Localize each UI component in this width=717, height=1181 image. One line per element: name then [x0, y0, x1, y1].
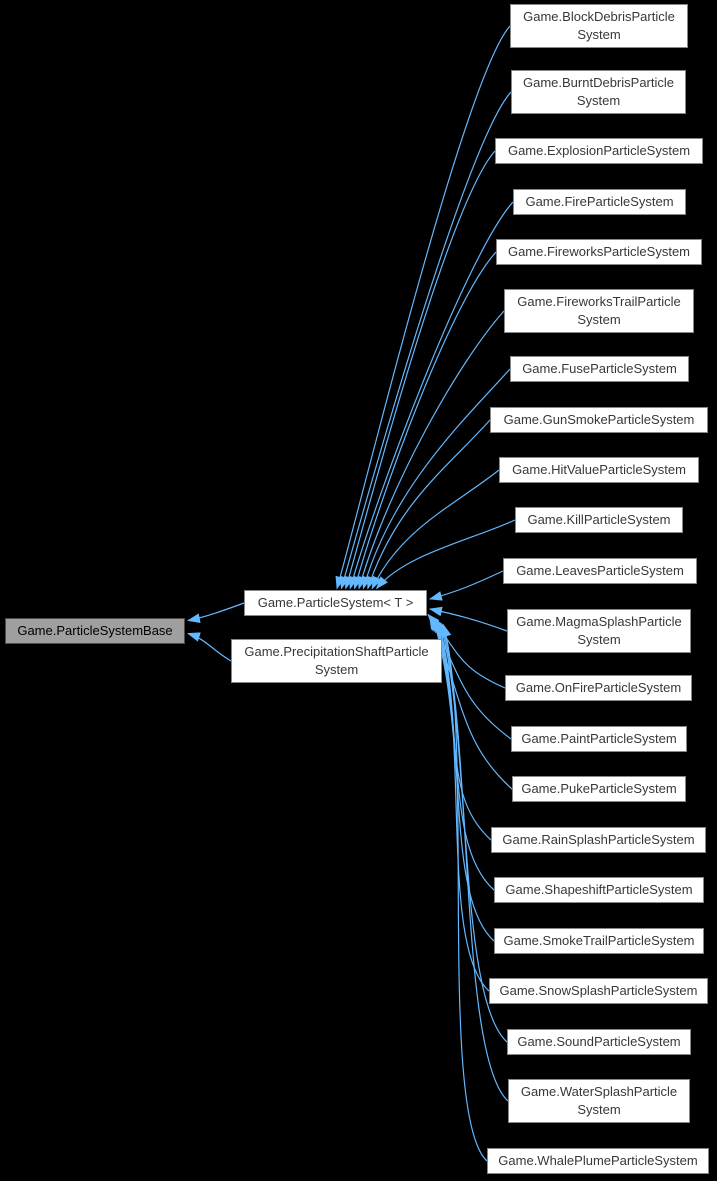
- class-node-burnt[interactable]: Game.BurntDebrisParticle System: [511, 70, 686, 114]
- class-node-explosion[interactable]: Game.ExplosionParticleSystem: [495, 138, 703, 164]
- class-node-rainsplash[interactable]: Game.RainSplashParticleSystem: [491, 827, 706, 853]
- inheritance-edge-fireworkstrail-to-pst: [357, 310, 505, 590]
- class-node-watersplash[interactable]: Game.WaterSplashParticle System: [508, 1079, 690, 1123]
- class-node-fireworks[interactable]: Game.FireworksParticleSystem: [496, 239, 702, 265]
- inheritance-edge-fireworks-to-pst: [353, 251, 497, 590]
- class-node-gunsmoke[interactable]: Game.GunSmokeParticleSystem: [490, 407, 708, 433]
- class-node-kill[interactable]: Game.KillParticleSystem: [515, 507, 683, 533]
- class-node-leaves[interactable]: Game.LeavesParticleSystem: [503, 558, 697, 584]
- class-node-fuse[interactable]: Game.FuseParticleSystem: [510, 356, 689, 382]
- class-node-fire[interactable]: Game.FireParticleSystem: [513, 189, 686, 215]
- class-node-shapeshift[interactable]: Game.ShapeshiftParticleSystem: [494, 877, 704, 903]
- class-node-base: Game.ParticleSystemBase: [5, 618, 185, 644]
- inheritance-edge-pst-to-base: [186, 602, 245, 624]
- inheritance-edge-block-to-pst: [335, 25, 511, 590]
- inheritance-edge-kill-to-pst: [375, 519, 516, 590]
- class-node-hitvalue[interactable]: Game.HitValueParticleSystem: [499, 457, 699, 483]
- inheritance-edge-hitvalue-to-pst: [371, 469, 500, 590]
- class-node-fireworkstrail[interactable]: Game.FireworksTrailParticle System: [504, 289, 694, 333]
- class-node-pst[interactable]: Game.ParticleSystem< T >: [244, 590, 427, 616]
- class-node-sound[interactable]: Game.SoundParticleSystem: [507, 1029, 691, 1055]
- class-node-snowsplash[interactable]: Game.SnowSplashParticleSystem: [489, 978, 708, 1004]
- inheritance-edge-snowsplash-to-pst: [436, 620, 490, 992]
- class-node-magma[interactable]: Game.MagmaSplashParticle System: [507, 609, 691, 653]
- class-node-whaleplume[interactable]: Game.WhalePlumeParticleSystem: [487, 1148, 709, 1174]
- class-node-block[interactable]: Game.BlockDebrisParticle System: [510, 4, 688, 48]
- inheritance-edge-leaves-to-pst: [428, 570, 504, 601]
- inheritance-edge-magma-to-pst: [428, 606, 508, 632]
- inheritance-edge-precip-to-base: [186, 632, 232, 662]
- class-node-onfire[interactable]: Game.OnFireParticleSystem: [505, 675, 692, 701]
- class-node-paint[interactable]: Game.PaintParticleSystem: [511, 726, 687, 752]
- inheritance-edge-fuse-to-pst: [361, 368, 511, 590]
- class-node-puke[interactable]: Game.PukeParticleSystem: [512, 776, 686, 802]
- class-node-precip[interactable]: Game.PrecipitationShaftParticle System: [231, 639, 442, 683]
- class-node-smoketrail[interactable]: Game.SmokeTrailParticleSystem: [494, 928, 704, 954]
- inheritance-edge-burnt-to-pst: [339, 91, 512, 590]
- inheritance-edge-smoketrail-to-pst: [435, 619, 495, 942]
- inheritance-edge-fire-to-pst: [348, 201, 514, 590]
- inheritance-edge-whaleplume-to-pst: [441, 623, 488, 1162]
- inheritance-edge-gunsmoke-to-pst: [366, 419, 491, 590]
- inheritance-edge-explosion-to-pst: [344, 150, 496, 590]
